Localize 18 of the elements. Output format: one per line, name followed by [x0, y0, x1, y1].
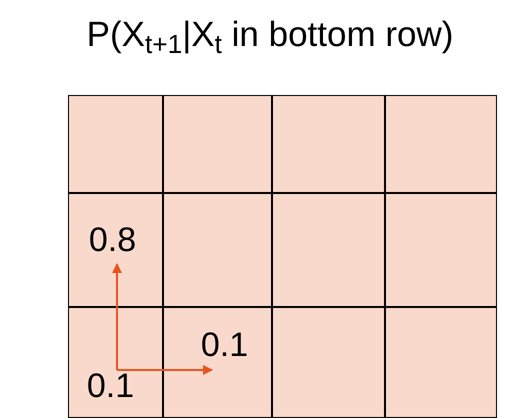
arrow: [112, 263, 122, 370]
grid-cell: [68, 95, 163, 193]
grid-cell: [272, 193, 385, 307]
title: P(X$_{t+1}$|X$_{t}$ in bottom row): [86, 14, 454, 58]
grid-cell: [163, 307, 272, 418]
grid-cell: [385, 95, 497, 193]
arrow: [117, 365, 213, 375]
grid-cell: [68, 307, 163, 418]
grid-cell: [385, 307, 497, 418]
grid-cell: [163, 95, 272, 193]
grid-cell: [272, 95, 385, 193]
grid-cell: [68, 193, 163, 307]
grid-cell: [163, 193, 272, 307]
grid-cell: [385, 193, 497, 307]
probability-label: 0.8: [78, 222, 148, 258]
probability-label: 0.1: [76, 368, 146, 404]
grid-cell: [272, 307, 385, 418]
probability-label: 0.1: [190, 326, 260, 362]
